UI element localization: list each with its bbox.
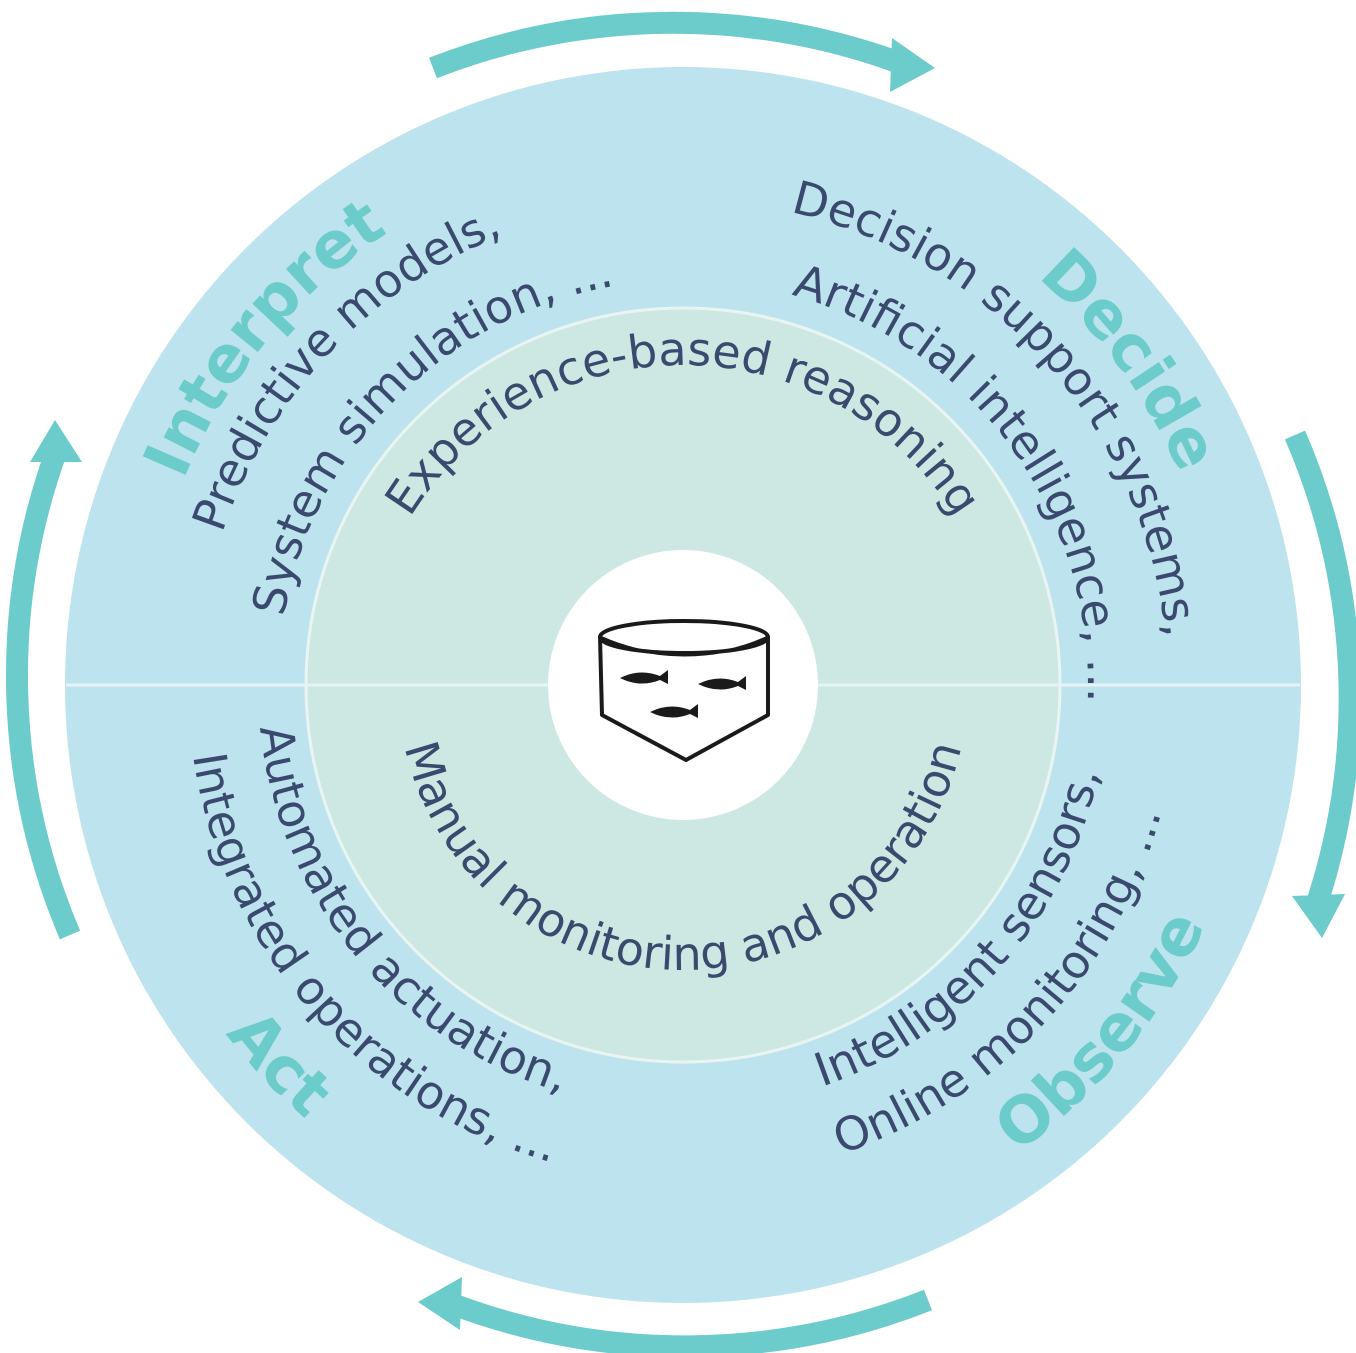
arrow-heads: [30, 38, 1345, 1330]
center-circle: [548, 550, 818, 820]
arrow-bottom-head: [418, 1277, 462, 1330]
arrow-right: [1284, 430, 1356, 904]
arrow-top: [429, 11, 904, 79]
arrow-bottom: [451, 1289, 933, 1353]
arrow-top-head: [890, 38, 935, 92]
cycle-arrows: [6, 11, 1356, 1353]
arrow-left-head: [30, 420, 82, 462]
treatment-tank-with-fish-icon: [598, 619, 770, 762]
arrow-left: [6, 451, 81, 940]
fish-icon: [620, 670, 746, 718]
arrow-right-head: [1292, 894, 1345, 938]
